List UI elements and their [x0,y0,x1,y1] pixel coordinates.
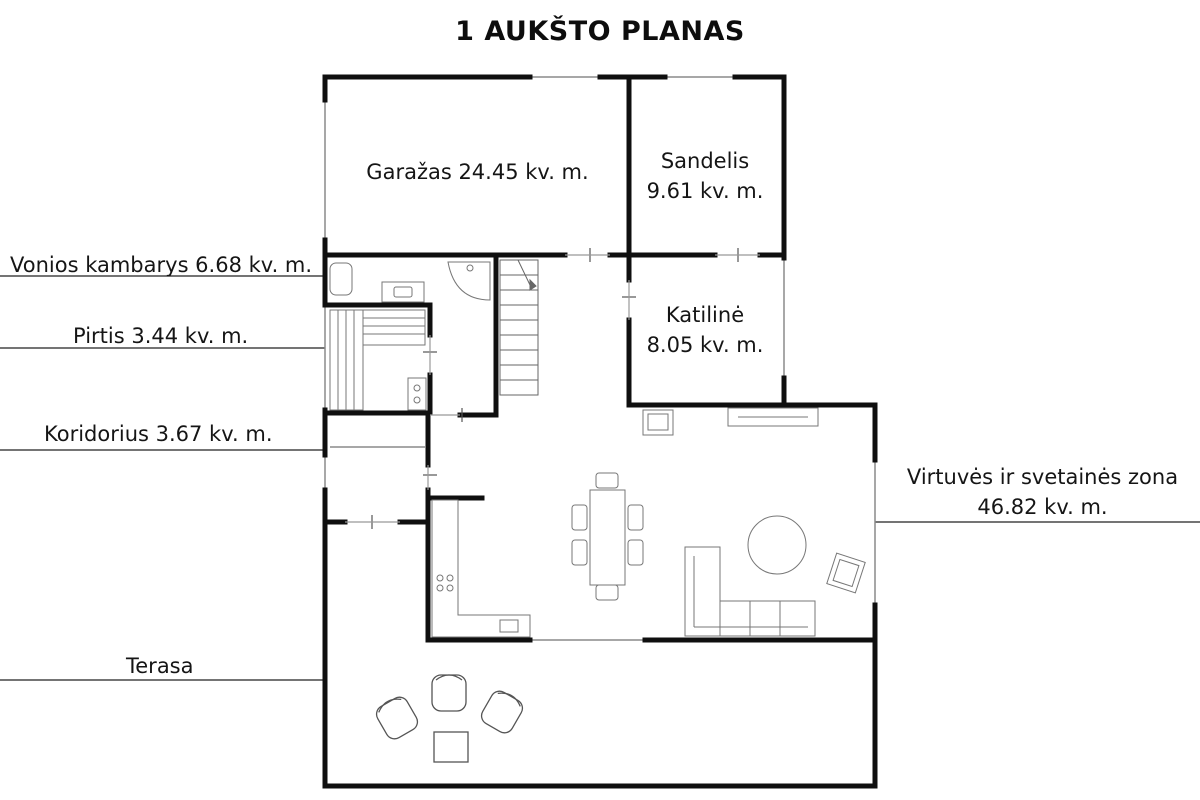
terrace-furniture [375,674,524,763]
page-title: 1 AUKŠTO PLANAS [455,16,745,47]
sauna-benches [329,309,427,411]
terrace-chair-1-icon [375,696,419,740]
room-area-katiline: 8.05 kv. m. [646,333,764,357]
terrace-chair-3-icon [480,690,524,734]
terrace-chair-2-icon [431,674,467,712]
dining-table-icon [589,489,626,586]
coffee-table-icon [747,515,807,575]
callout-virtuve-line1: Virtuvės ir svetainės zona [906,465,1179,489]
room-label-garazas: Garažas 24.45 kv. m. [366,160,589,184]
room-name-sandelis: Sandelis [660,149,750,173]
callout-virtuve-svetaine: Virtuvės ir svetainės zona 46.82 kv. m. [890,462,1195,522]
callout-terasa: Terasa [126,654,194,678]
bathroom-fixtures [329,261,491,303]
walls [322,74,878,789]
room-label-sandelis: Sandelis 9.61 kv. m. [630,146,780,206]
bathtub-icon [329,262,353,296]
sauna-stove-icon [407,377,427,411]
callout-vonios-kambarys: Vonios kambarys 6.68 kv. m. [10,253,313,277]
tv-unit-icon [727,407,819,427]
armchair-small-icon [642,409,674,436]
sofa-icon [684,546,816,637]
living-furniture [431,407,866,638]
staircase [499,259,539,396]
room-name-katiline: Katilinė [665,303,745,327]
room-area-sandelis: 9.61 kv. m. [646,179,764,203]
callout-virtuve-line2: 46.82 kv. m. [977,495,1108,519]
door-ticks [345,248,760,529]
callout-koridorius: Koridorius 3.67 kv. m. [44,422,273,446]
terrace-table-icon [433,731,469,763]
sink-icon [381,281,425,303]
windows [324,76,876,641]
kitchen-counter-icon [431,499,531,638]
room-label-katiline: Katilinė 8.05 kv. m. [630,300,780,360]
armchair-icon [826,552,866,594]
callout-lines [0,275,1200,681]
callout-pirtis: Pirtis 3.44 kv. m. [73,324,249,348]
shower-icon [447,261,491,301]
